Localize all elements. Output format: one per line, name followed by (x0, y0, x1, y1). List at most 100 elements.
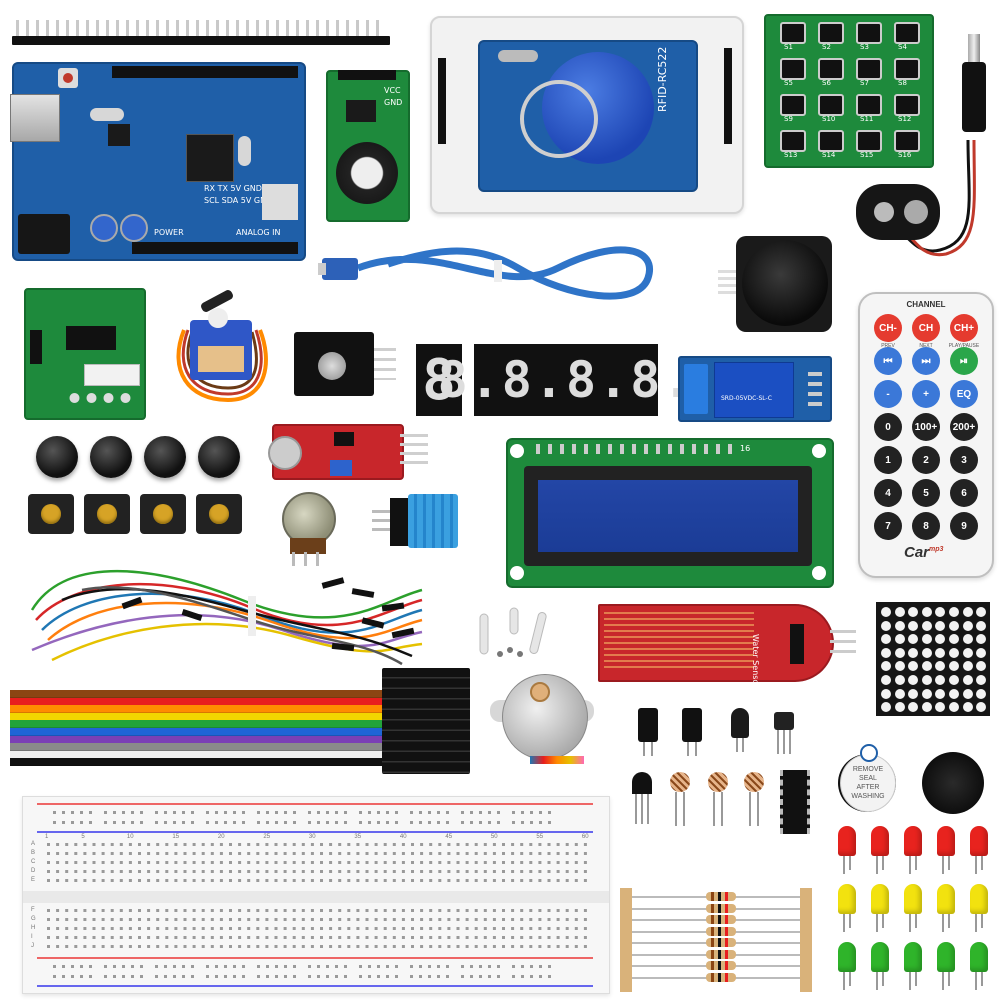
breadboard-hole (374, 909, 378, 912)
breadboard-hole (347, 927, 351, 930)
led-yellow (902, 884, 924, 938)
breadboard-hole (292, 936, 296, 939)
keypad-key-s7: S7 (856, 58, 882, 87)
breadboard-hole (344, 811, 347, 814)
breadboard-hole (119, 945, 123, 948)
breadboard-hole (502, 861, 505, 864)
breadboard-hole (283, 918, 287, 921)
breadboard-hole (479, 811, 482, 814)
breadboard-hole (183, 852, 187, 855)
passive-buzzer (922, 752, 984, 814)
top-header-row (112, 66, 298, 78)
breadboard-hole (101, 852, 105, 855)
keypad-key-s16: S16 (894, 130, 920, 159)
matrix-dot (881, 607, 891, 617)
breadboard-hole (266, 821, 269, 824)
breadboard-hole (461, 965, 464, 968)
breadboard-hole (347, 909, 351, 912)
breadboard-hole (201, 870, 205, 873)
breadboard-hole (547, 918, 551, 921)
breadboard-hole (265, 879, 269, 882)
breadboard-hole (92, 843, 96, 846)
breadboard-hole (446, 965, 449, 968)
keypad-key-label: S13 (784, 151, 798, 159)
breadboard-hole (80, 811, 83, 814)
breadboard-hole (488, 975, 491, 978)
matrix-dot (881, 688, 891, 699)
keypad-key-label: S10 (822, 115, 836, 123)
breadboard-hole (429, 861, 433, 864)
led-green (935, 942, 957, 996)
breadboard-hole (520, 909, 524, 912)
remote-key-row1-2: CH+ (950, 314, 978, 342)
breadboard-hole (110, 909, 114, 912)
breadboard-hole (110, 879, 114, 882)
breadboard-hole (47, 945, 50, 948)
breadboard-hole (420, 861, 424, 864)
breadboard-hole (556, 870, 560, 873)
keypad-key-cap (818, 94, 844, 116)
breadboard-hole (274, 918, 278, 921)
breadboard-hole (374, 870, 378, 873)
led-body (838, 884, 856, 914)
breadboard-hole (140, 975, 143, 978)
breadboard-hole (437, 965, 440, 968)
led-body (970, 942, 988, 972)
breadboard-hole (392, 852, 396, 855)
matrix-dot (949, 675, 959, 685)
breadboard-hole (174, 852, 178, 855)
resistor (632, 972, 800, 982)
breadboard-hole (274, 879, 278, 882)
matrix-dot (908, 634, 919, 645)
breadboard-hole (138, 852, 141, 855)
breadboard-hole (520, 861, 524, 864)
keypad-key-s11: S11 (856, 94, 882, 123)
breadboard-hole (483, 918, 487, 921)
breadboard-hole (47, 843, 50, 846)
breadboard-hole (219, 909, 223, 912)
electrolytic-capacitor-2 (682, 708, 702, 760)
breadboard-hole (447, 936, 451, 939)
breadboard-hole (47, 852, 50, 855)
breadboard-hole (429, 945, 433, 948)
matrix-dot (962, 647, 973, 658)
breadboard-hole (565, 861, 569, 864)
breadboard-hole (344, 821, 347, 824)
breadboard-hole (229, 927, 232, 930)
breadboard-hole (83, 861, 87, 864)
breadboard-hole (338, 843, 342, 846)
breadboard-hole (110, 918, 114, 921)
breadboard-hole (556, 945, 560, 948)
breadboard-hole (356, 852, 360, 855)
breadboard-hole (53, 821, 56, 824)
breadboard-hole (437, 821, 440, 824)
driver-connector (84, 364, 140, 386)
breadboard-hole (266, 965, 269, 968)
keypad-key-s13: S13 (780, 130, 806, 159)
breadboard-hole (182, 821, 185, 824)
breadboard-hole (565, 852, 569, 855)
breadboard-hole (247, 852, 251, 855)
microphone (268, 436, 302, 470)
breadboard-hole (465, 927, 469, 930)
breadboard-hole (401, 927, 405, 930)
sensor-traces (604, 612, 754, 672)
breadboard-hole (210, 879, 214, 882)
led-leg (882, 856, 884, 870)
driver-chip (66, 326, 116, 350)
breadboard-hole (174, 861, 178, 864)
breadboard-row-label: G (31, 916, 36, 922)
battery-holder (336, 142, 398, 204)
breadboard-hole (257, 965, 260, 968)
breadboard-hole (47, 936, 50, 939)
led-leg (843, 856, 845, 874)
breadboard-hole (411, 909, 414, 912)
breadboard-hole (520, 870, 524, 873)
breadboard-hole (183, 936, 187, 939)
remote-key-row6-0: 4 (874, 479, 902, 507)
breadboard-hole (383, 945, 387, 948)
breadboard-hole (565, 870, 569, 873)
breadboard-hole (265, 852, 269, 855)
breadboard-hole (356, 927, 360, 930)
